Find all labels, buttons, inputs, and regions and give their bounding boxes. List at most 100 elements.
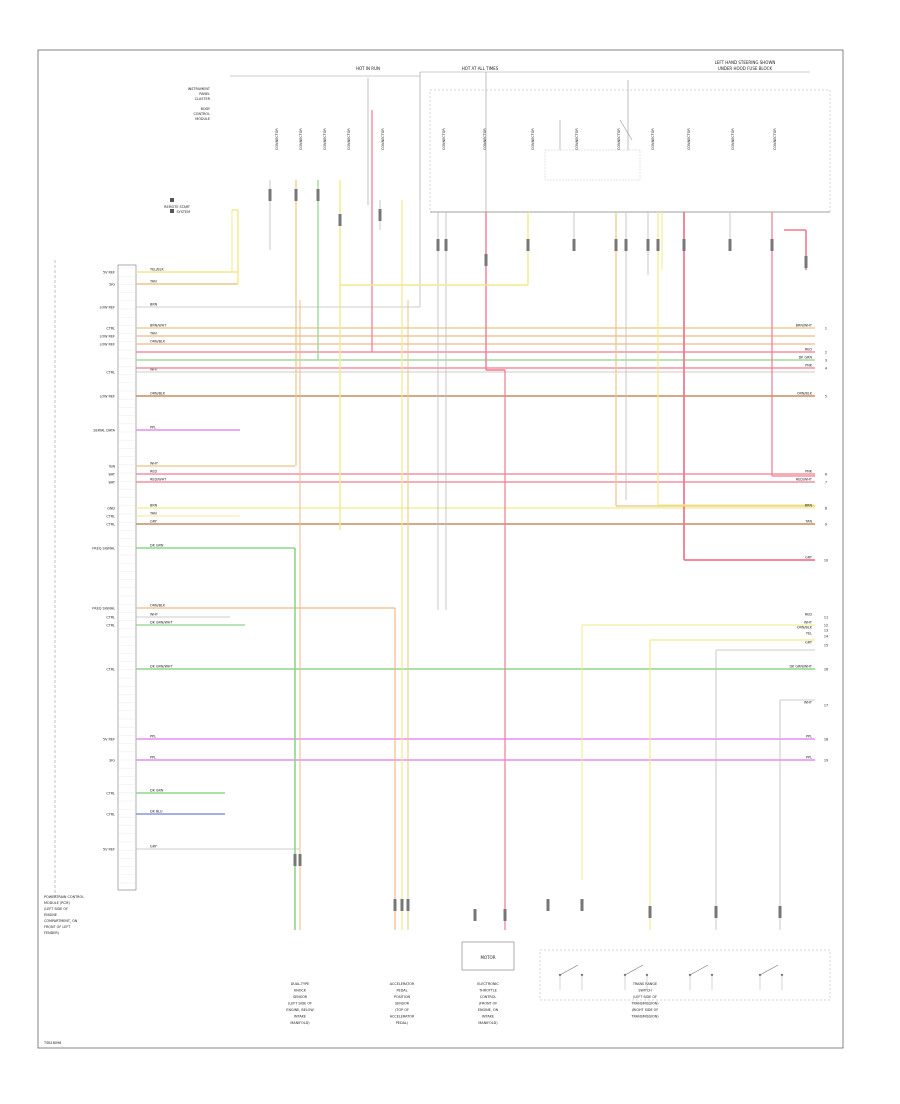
pin-label: IGN [109, 465, 116, 469]
pcm-name-line: FRONT OF LEFT [44, 925, 71, 929]
bottom-component-label: PEDAL) [396, 1021, 409, 1025]
connector-pin [682, 239, 686, 251]
wire-color-label: GRY [150, 520, 158, 524]
bottom-component-label: (RIGHT SIDE OF [632, 1008, 659, 1012]
pcm-name-line: COMPARTMENT, ON [44, 919, 78, 923]
right-pin-number: 4 [825, 367, 827, 371]
right-pin-number: 17 [824, 704, 828, 708]
connector-pin [338, 214, 342, 226]
right-wire-label: ORN/BLK [797, 392, 813, 396]
pin-label: LOW REF [100, 335, 115, 339]
connector-pin [378, 209, 382, 221]
reference-code: TSB16098 [43, 1041, 61, 1045]
wire-color-label: RED [150, 470, 157, 474]
connector-pin [298, 854, 302, 866]
fuse-label: CONNECTOR [617, 128, 621, 150]
right-wire-label: DK GRN [799, 356, 813, 360]
fuse-label: CONNECTOR [575, 128, 579, 150]
connector-pin [268, 189, 272, 201]
pcm-connector [117, 264, 137, 891]
right-wire-label: WHT [804, 621, 813, 625]
connector-icon [170, 209, 174, 213]
pin-label: LOW REF [100, 306, 115, 310]
pin-label: BAT [109, 481, 116, 485]
connector-pin [614, 239, 618, 251]
right-pin-number: 18 [824, 738, 828, 742]
switch-contact [624, 964, 644, 976]
header-block-label: INSTRUMENT [188, 87, 211, 91]
bottom-component-label: INTAKE [294, 1015, 306, 1019]
fuse-label: CONNECTOR [323, 128, 327, 150]
right-wire-label: PPL [806, 735, 812, 739]
bottom-component-label: POSITION [394, 995, 411, 999]
wire-color-label: WHT [150, 368, 159, 372]
wire-color-label: RED/WHT [150, 478, 167, 482]
header-top-right-sub: UNDER HOOD FUSE BLOCK [718, 66, 773, 71]
wire-color-label: PPL [150, 735, 156, 739]
fuse-label: CONNECTOR [687, 128, 691, 150]
connector-pin [393, 899, 397, 911]
bottom-component-label: (FRONT OF [479, 1002, 498, 1006]
wire-color-label: DK GRN/WHT [150, 665, 173, 669]
switch-contact [689, 964, 709, 976]
connector-pin [546, 899, 550, 911]
header-hot-at-all-times: HOT AT ALL TIMES [462, 66, 499, 71]
right-pin-number: 2 [825, 351, 827, 355]
pcm-name-line: MODULE (PCM) [44, 901, 70, 905]
wire-color-label: DK GRN [150, 544, 164, 548]
connector-pin [436, 239, 440, 251]
pin-label: 5V REF [103, 848, 115, 852]
pin-label: FREQ SIGNAL [92, 547, 115, 551]
pin-label: 5V REF [103, 738, 115, 742]
right-wire-label: GRY [805, 641, 813, 645]
top-left-component-label: REMOTE START [164, 205, 191, 209]
bottom-component-label: THROTTLE [478, 989, 497, 993]
relay-contact [619, 119, 633, 141]
right-pin-number: 7 [825, 481, 827, 485]
right-pin-number: 8 [825, 507, 827, 511]
connector-pin [526, 239, 530, 251]
connector-pin [294, 189, 298, 201]
fuse-label: CONNECTOR [275, 128, 279, 150]
connector-pin [624, 239, 628, 251]
fuse-label: CONNECTOR [347, 128, 351, 150]
fuse-label: CONNECTOR [731, 128, 735, 150]
bottom-component-label: SENSOR [395, 1002, 410, 1006]
connector-pin [580, 899, 584, 911]
right-pin-number: 1 [825, 327, 827, 331]
right-pin-number: 12 [824, 624, 828, 628]
wire-color-label: ORN/BLK [150, 604, 166, 608]
bottom-component-label: MANIFOLD) [290, 1021, 310, 1025]
wire-color-label: BRN/WHT [150, 324, 167, 328]
pin-label: CTRL [106, 371, 115, 375]
right-pin-number: 15 [824, 644, 828, 648]
diagram-frame [37, 49, 844, 1049]
wire-color-label: TAN [149, 280, 157, 284]
right-pin-number: 19 [824, 759, 828, 763]
bottom-component-label: ACCELERATOR [390, 1015, 415, 1019]
connector-pin [503, 909, 507, 921]
pin-label: BAT [109, 473, 116, 477]
fuse-label: CONNECTOR [483, 128, 487, 150]
switch-contact [559, 964, 579, 976]
pcm-name-line: POWERTRAIN CONTROL [44, 895, 84, 899]
wires [136, 110, 815, 930]
right-pin-number: 9 [825, 523, 827, 527]
right-wire-label: PNK [805, 364, 813, 368]
header-block-label: MODULE [195, 117, 210, 121]
wire-color-label: ORN/BLK [150, 340, 166, 344]
relay-box [544, 149, 641, 181]
fuse-label: CONNECTOR [531, 128, 535, 150]
fuse-label: CONNECTOR [299, 128, 303, 150]
fuse-label: CONNECTOR [381, 128, 385, 150]
right-pin-number: 5 [825, 395, 827, 399]
connector-pin [444, 239, 448, 251]
connector-pin [484, 254, 488, 266]
switch-contact [759, 964, 779, 976]
motor-label: MOTOR [481, 955, 496, 960]
connector-pin [714, 906, 718, 918]
bottom-component-label: SENSOR [293, 995, 308, 999]
right-wire-label: GRY [805, 556, 813, 560]
